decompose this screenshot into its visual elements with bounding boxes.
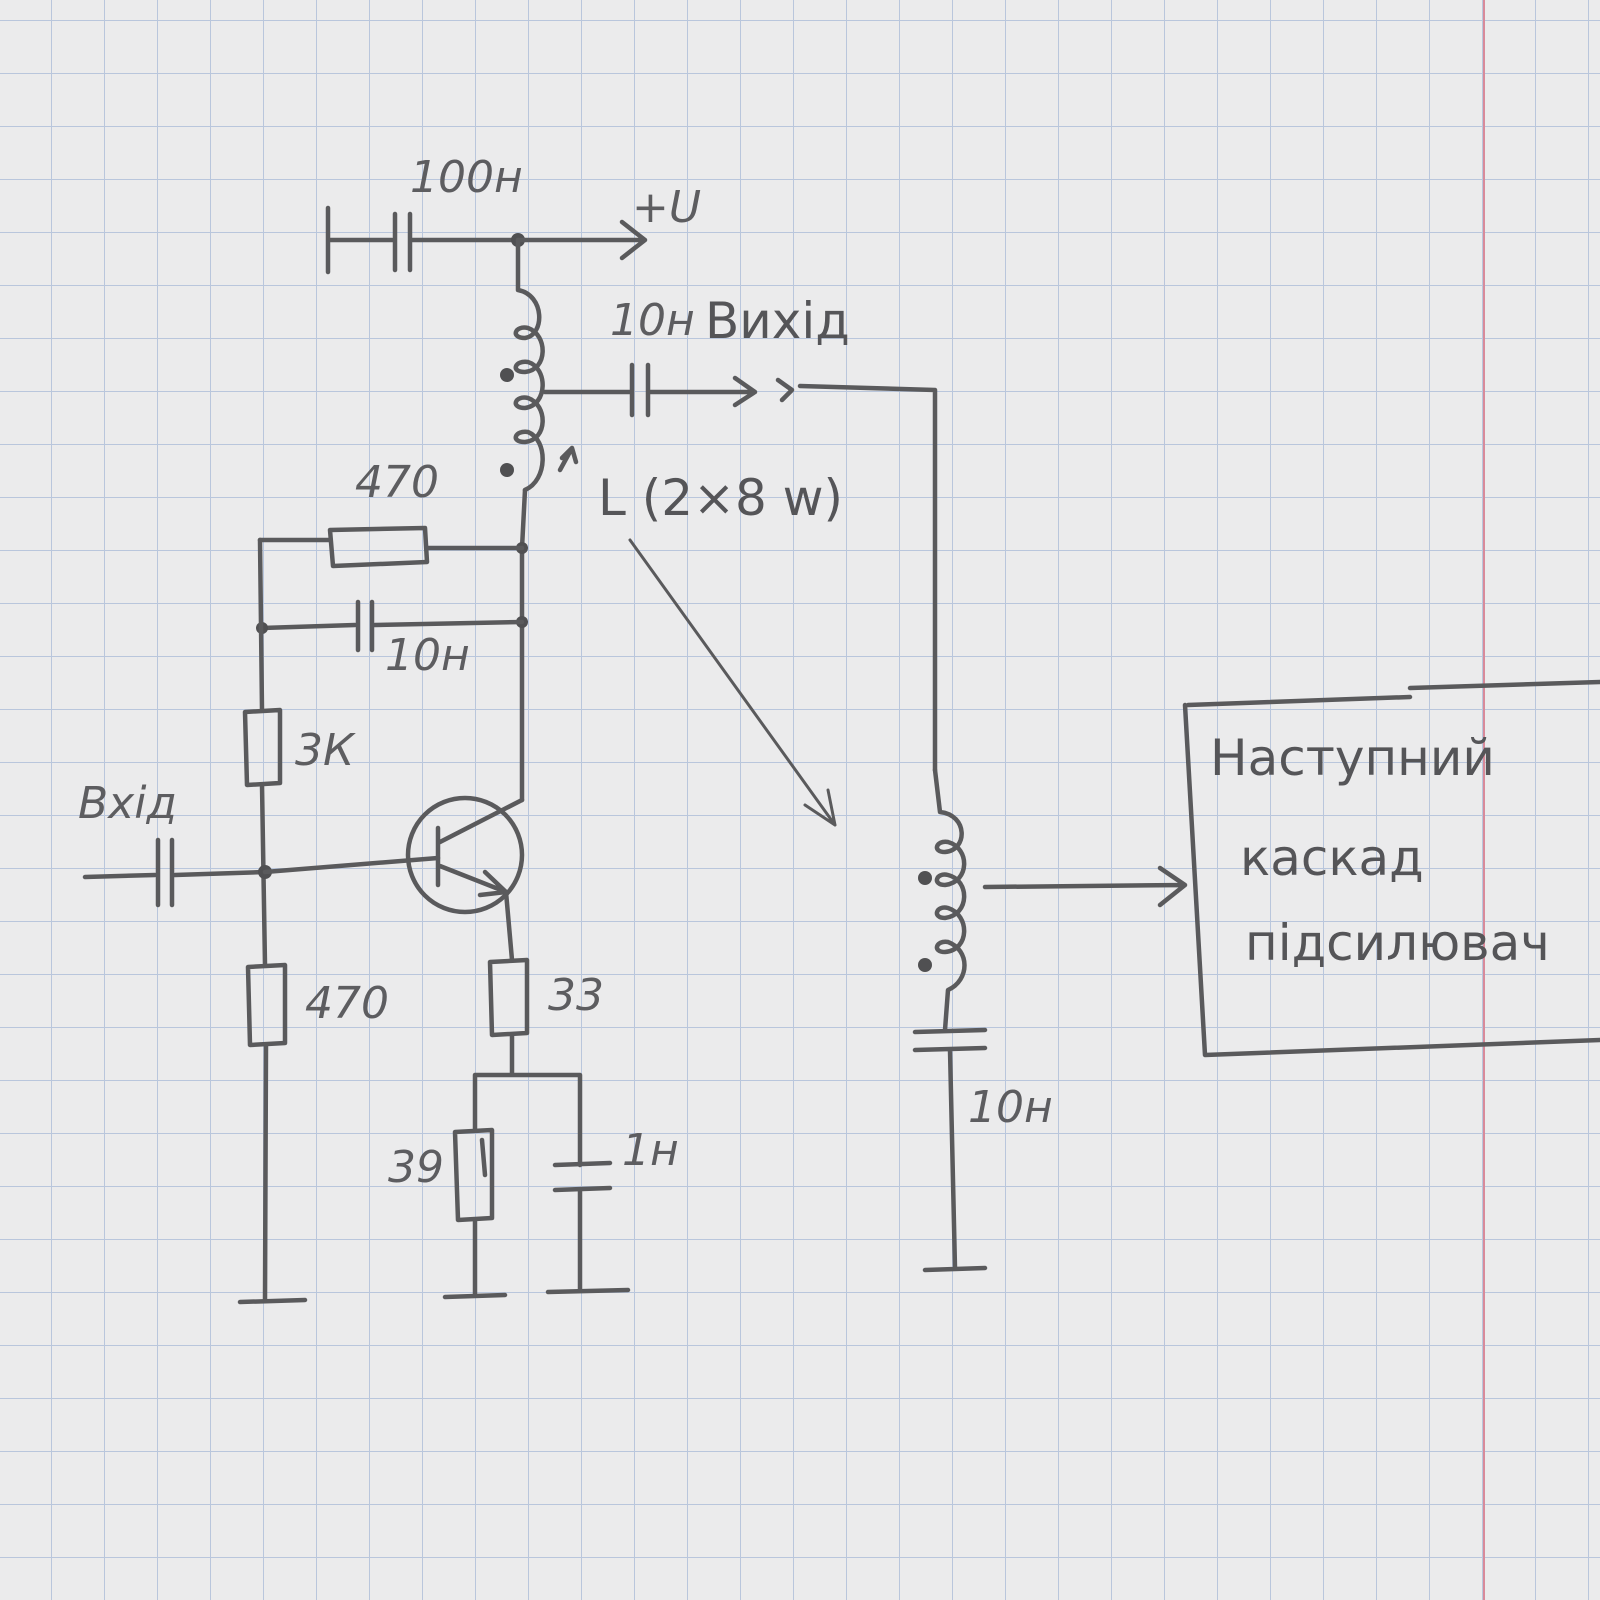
winding-dot [500,463,514,477]
winding-dot [918,871,932,885]
feedback-resistor [257,525,525,569]
label-output-cap: 10н [610,295,695,346]
output-connector [775,377,938,773]
label-series-cap: 10н [968,1082,1053,1133]
label-input: Вхід [78,778,177,829]
bias-resistor-upper [242,707,283,788]
emitter-resistor-2 [452,1127,495,1223]
tapped-inductor [513,237,545,493]
feedback-capacitor [259,599,525,653]
output-capacitor [542,362,758,418]
next-stage-line2: каскад [1240,829,1424,887]
pointer-arrow [557,445,579,473]
emitter-wire [472,889,583,1298]
label-top-cap: 100н [410,152,523,203]
label-emitter-cap: 1н [622,1125,679,1176]
coupling-inductor [932,767,967,1033]
label-emitter-resistor: 33 [548,970,604,1021]
label-inductor: L (2×8 w) [598,469,843,527]
emitter-resistor [487,957,530,1038]
label-bias-upper: 3К [295,725,356,776]
next-stage-box [1182,679,1600,1058]
ground-symbol [237,1297,308,1305]
label-output: Вихід [705,292,850,350]
next-stage-arrow [982,865,1188,908]
npn-transistor [262,795,525,915]
supply-decoupling-capacitor [325,205,521,275]
input-capacitor [82,837,268,908]
label-feedback-resistor: 470 [355,457,439,508]
supply-arrow [515,219,648,261]
next-stage-line1: Наступний [1210,729,1495,787]
next-stage-line3: підсилювач [1245,914,1550,972]
label-supply: +U [632,182,701,233]
label-feedback-cap: 10н [385,630,470,681]
label-bias-lower: 470 [305,978,389,1029]
series-capacitor [912,1027,988,1273]
long-pointer-arrow [628,538,837,827]
label-emitter-resistor-2: 39 [388,1142,444,1193]
ground-symbol [442,1287,631,1300]
emitter-capacitor [552,1160,613,1193]
winding-dot [918,958,932,972]
winding-dot [500,368,514,382]
bias-resistor-lower [245,962,288,1048]
